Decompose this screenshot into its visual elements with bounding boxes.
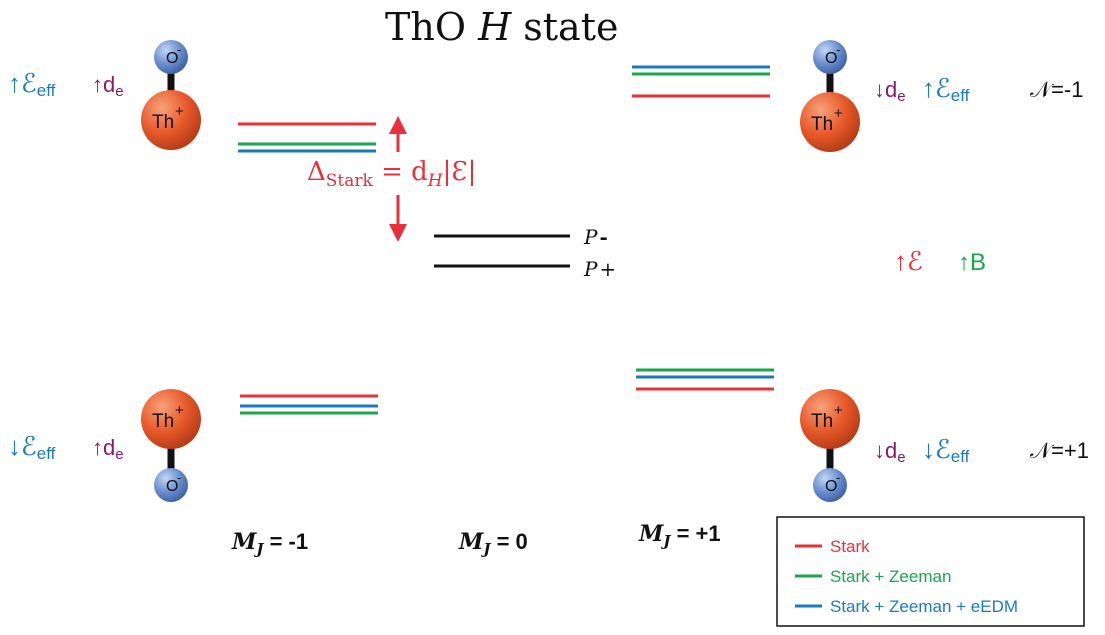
svg-text:O: O (825, 50, 837, 67)
thorium-atom (141, 90, 201, 150)
e-field-label: ↑ℰ (894, 246, 923, 276)
molecule-top-left: O - Th + (141, 40, 201, 150)
svg-text:Th: Th (811, 114, 833, 135)
label-bottom-right: ↓de ↓ℰeff 𝒩=+1 (874, 434, 1089, 466)
label-top-right: ↓de ↑ℰeff 𝒩=-1 (874, 73, 1084, 105)
svg-text:+: + (834, 402, 843, 419)
p-minus-label: P- (583, 225, 608, 249)
mj-label-plus1: MJ = +1 (638, 521, 721, 550)
thorium-atom (141, 389, 201, 449)
svg-text:O: O (825, 478, 837, 495)
svg-text:Th: Th (811, 411, 833, 432)
p-plus-label: P+ (583, 257, 616, 281)
svg-text:-: - (177, 470, 181, 485)
n-label: 𝒩=+1 (1030, 438, 1089, 463)
field-eff-label: ↑ℰeff (922, 73, 970, 105)
thorium-atom (800, 389, 860, 449)
dipole-label: ↓de (874, 438, 906, 466)
diagram-title: ThO H state (385, 5, 618, 49)
svg-text:Th: Th (152, 411, 174, 432)
mj-label-0: MJ = 0 (458, 529, 528, 558)
dipole-label: ↑de (92, 435, 124, 463)
levels-top-left (238, 122, 376, 153)
field-eff-label: ↓ℰeff (8, 431, 56, 463)
oxygen-atom (813, 40, 847, 74)
svg-text:-: - (836, 470, 840, 485)
oxygen-atom (154, 40, 188, 74)
legend-label-stark-zeeman: Stark + Zeeman (830, 567, 951, 586)
dipole-label: ↑de (92, 72, 124, 100)
svg-text:O: O (166, 50, 178, 67)
label-bottom-left: ↓ℰeff ↑de (8, 431, 124, 463)
levels-bottom-right (636, 368, 774, 391)
svg-text:-: - (177, 42, 181, 57)
stark-splitting-annotation: ΔStark = dH|Ɛ| (307, 116, 476, 242)
levels-bottom-left (240, 394, 378, 415)
molecule-bottom-right: Th + O - (800, 389, 860, 502)
svg-text:+: + (175, 103, 184, 120)
field-eff-label: ↑ℰeff (8, 68, 56, 100)
field-eff-label: ↓ℰeff (922, 434, 970, 466)
molecule-bottom-left: Th + O - (141, 389, 201, 502)
oxygen-atom (154, 468, 188, 502)
thorium-atom (800, 92, 860, 152)
stark-formula: ΔStark = dH|Ɛ| (307, 157, 476, 191)
applied-fields: ↑ℰ ↑B (894, 246, 986, 276)
svg-text:+: + (834, 105, 843, 122)
molecule-top-right: O - Th + (800, 40, 860, 152)
svg-text:O: O (166, 478, 178, 495)
legend: Stark Stark + Zeeman Stark + Zeeman + eE… (776, 516, 1085, 627)
svg-text:-: - (836, 42, 840, 57)
label-top-left: ↑ℰeff ↑de (8, 68, 124, 100)
legend-label-stark-zeeman-edm: Stark + Zeeman + eEDM (830, 597, 1018, 616)
b-field-label: ↑B (958, 249, 986, 276)
mj-labels: MJ = -1 MJ = 0 MJ = +1 (231, 521, 721, 558)
mj-label-minus1: MJ = -1 (231, 529, 308, 558)
dipole-label: ↓de (874, 77, 906, 105)
svg-text:+: + (175, 402, 184, 419)
levels-top-right (632, 65, 770, 98)
levels-center-parity: P- P+ (434, 225, 616, 281)
legend-box (776, 516, 1085, 627)
svg-text:Th: Th (152, 112, 174, 133)
oxygen-atom (813, 468, 847, 502)
legend-label-stark: Stark (830, 537, 870, 556)
n-label: 𝒩=-1 (1030, 77, 1084, 102)
